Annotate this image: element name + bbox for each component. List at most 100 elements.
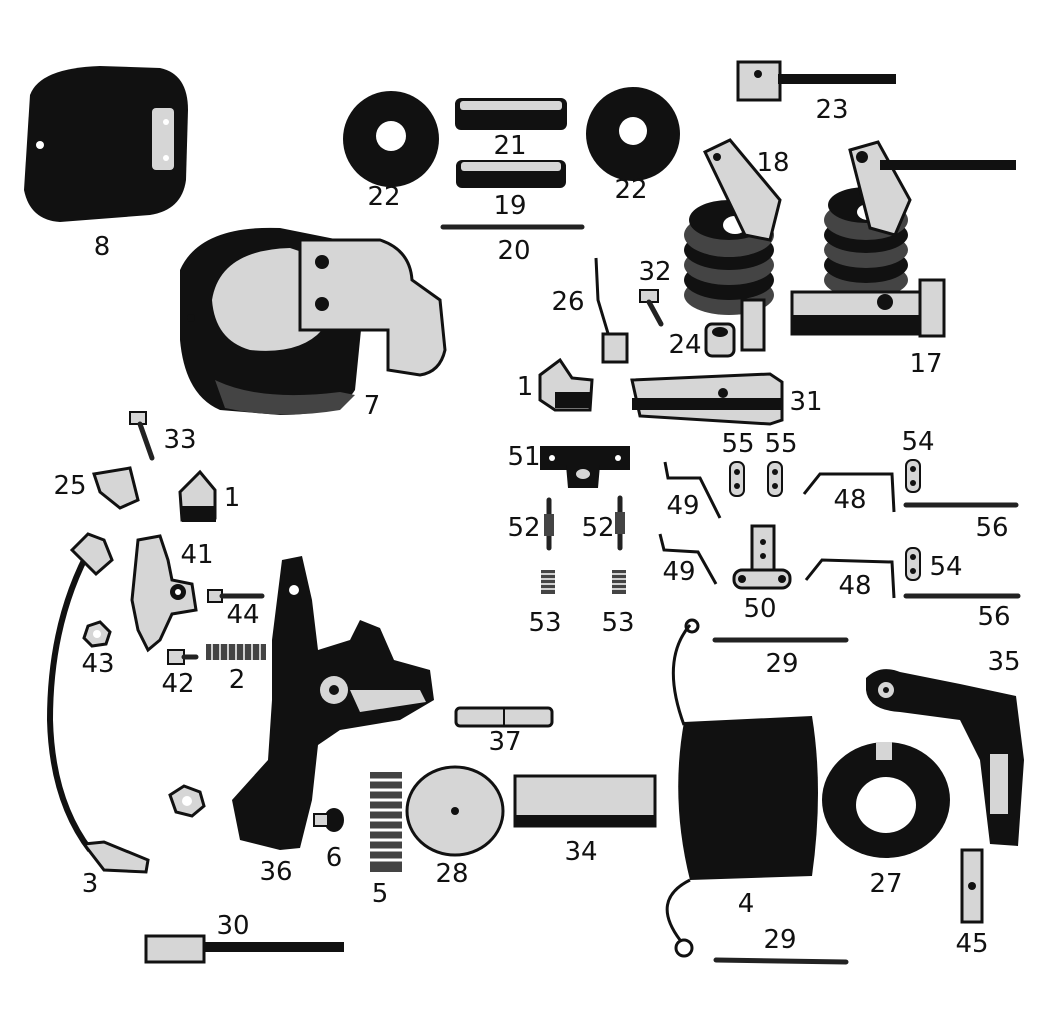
- part-23-adjusting-screw: [736, 60, 896, 102]
- callout-27: 27: [869, 869, 902, 899]
- callout-31: 31: [789, 387, 822, 417]
- part-2-spring: [206, 644, 266, 660]
- part-27-washer: [822, 742, 950, 858]
- part-54-link-upper: [905, 459, 921, 493]
- callout-18: 18: [756, 148, 789, 178]
- callout-45: 45: [955, 929, 988, 959]
- callout-52: 52: [581, 513, 614, 543]
- part-42-screw: [167, 649, 199, 665]
- callout-1: 1: [224, 483, 241, 513]
- callout-55: 55: [764, 429, 797, 459]
- callout-36: 36: [259, 857, 292, 887]
- callout-24: 24: [668, 330, 701, 360]
- part-36-main-lever: [232, 556, 434, 850]
- part-7-magnet-housing: [180, 227, 447, 415]
- part-4-coil: [665, 618, 818, 958]
- callout-51: 51: [507, 442, 540, 472]
- callout-56: 56: [975, 513, 1008, 543]
- callout-22: 22: [614, 175, 647, 205]
- part-55-link-b: [767, 461, 783, 497]
- part-52-pin-right: [615, 495, 625, 551]
- callout-48: 48: [838, 571, 871, 601]
- callout-53: 53: [601, 608, 634, 638]
- part-6-screw: [313, 808, 344, 832]
- part-32-screw: [639, 289, 664, 327]
- part-35-bracket-arm: [866, 669, 1024, 846]
- callout-20: 20: [497, 236, 530, 266]
- part-21-sleeve: [455, 98, 567, 130]
- callout-53: 53: [528, 608, 561, 638]
- part-18-spring-assembly: [684, 138, 782, 352]
- part-22-washer-left: [343, 91, 439, 187]
- callout-52: 52: [507, 513, 540, 543]
- callout-49: 49: [666, 491, 699, 521]
- callout-22: 22: [367, 182, 400, 212]
- part-49-wire-lower: [658, 533, 718, 585]
- callout-56: 56: [977, 602, 1010, 632]
- part-44-pin: [207, 589, 265, 603]
- callout-23: 23: [815, 95, 848, 125]
- part-24-bushing: [704, 322, 736, 358]
- part-19-sleeve: [456, 160, 566, 188]
- callout-8: 8: [94, 232, 111, 262]
- part-30-adjusting-screw: [144, 934, 344, 964]
- callout-29: 29: [765, 649, 798, 679]
- part-53-spring-left: [541, 570, 555, 594]
- part-22-washer-right: [586, 87, 680, 181]
- part-33-screw: [129, 411, 155, 461]
- part-8-cover-plate: [24, 66, 188, 222]
- part-41-trip-lever: [130, 534, 198, 653]
- part-54-link-lower: [905, 547, 921, 581]
- callout-7: 7: [364, 391, 381, 421]
- part-17-spring-bracket: [790, 140, 1016, 338]
- callout-33: 33: [163, 425, 196, 455]
- callout-34: 34: [564, 837, 597, 867]
- callout-42: 42: [161, 669, 194, 699]
- callout-17: 17: [909, 349, 942, 379]
- callout-41: 41: [180, 540, 213, 570]
- callout-50: 50: [743, 594, 776, 624]
- callout-25: 25: [53, 471, 86, 501]
- part-52-pin-left: [544, 497, 554, 551]
- part-3-flexible-lead: [46, 532, 150, 874]
- part-51-contact-plate: [540, 446, 630, 488]
- callout-35: 35: [987, 647, 1020, 677]
- callout-26: 26: [551, 287, 584, 317]
- callout-43: 43: [81, 649, 114, 679]
- part-45-strip: [960, 848, 984, 924]
- part-48-wire-upper: [802, 472, 896, 513]
- part-34-core: [513, 774, 657, 828]
- callout-6: 6: [326, 843, 343, 873]
- part-5-spring: [370, 772, 402, 872]
- part-43-nut: [82, 620, 112, 648]
- callout-labels: 8 22 21 22 19 20 23 18 7 32 26 24 17 1 3…: [53, 95, 1020, 959]
- part-29-rod-lower: [713, 957, 849, 965]
- callout-4: 4: [738, 889, 755, 919]
- callout-48: 48: [833, 485, 866, 515]
- part-48-wire-lower: [804, 558, 896, 599]
- callout-3: 3: [82, 869, 99, 899]
- part-31-bracket-bar: [630, 372, 784, 426]
- part-1-contact-lower: [178, 469, 217, 522]
- callout-2: 2: [229, 665, 246, 695]
- part-50-t-bracket: [732, 524, 792, 590]
- callout-28: 28: [435, 859, 468, 889]
- callout-21: 21: [493, 131, 526, 161]
- callout-54: 54: [901, 427, 934, 457]
- callout-49: 49: [662, 557, 695, 587]
- callout-30: 30: [216, 911, 249, 941]
- part-49-wire-upper: [663, 461, 722, 519]
- part-1-contact-upper: [538, 357, 594, 412]
- part-26-contact-lever: [594, 257, 629, 364]
- part-37-sleeve: [454, 706, 554, 728]
- callout-54: 54: [929, 552, 962, 582]
- callout-19: 19: [493, 191, 526, 221]
- part-55-link-a: [729, 461, 745, 497]
- hex-nut: [168, 784, 206, 818]
- part-28-disc: [405, 765, 505, 857]
- callout-44: 44: [226, 600, 259, 630]
- callout-37: 37: [488, 727, 521, 757]
- callout-32: 32: [638, 257, 671, 287]
- part-53-spring-right: [612, 570, 626, 594]
